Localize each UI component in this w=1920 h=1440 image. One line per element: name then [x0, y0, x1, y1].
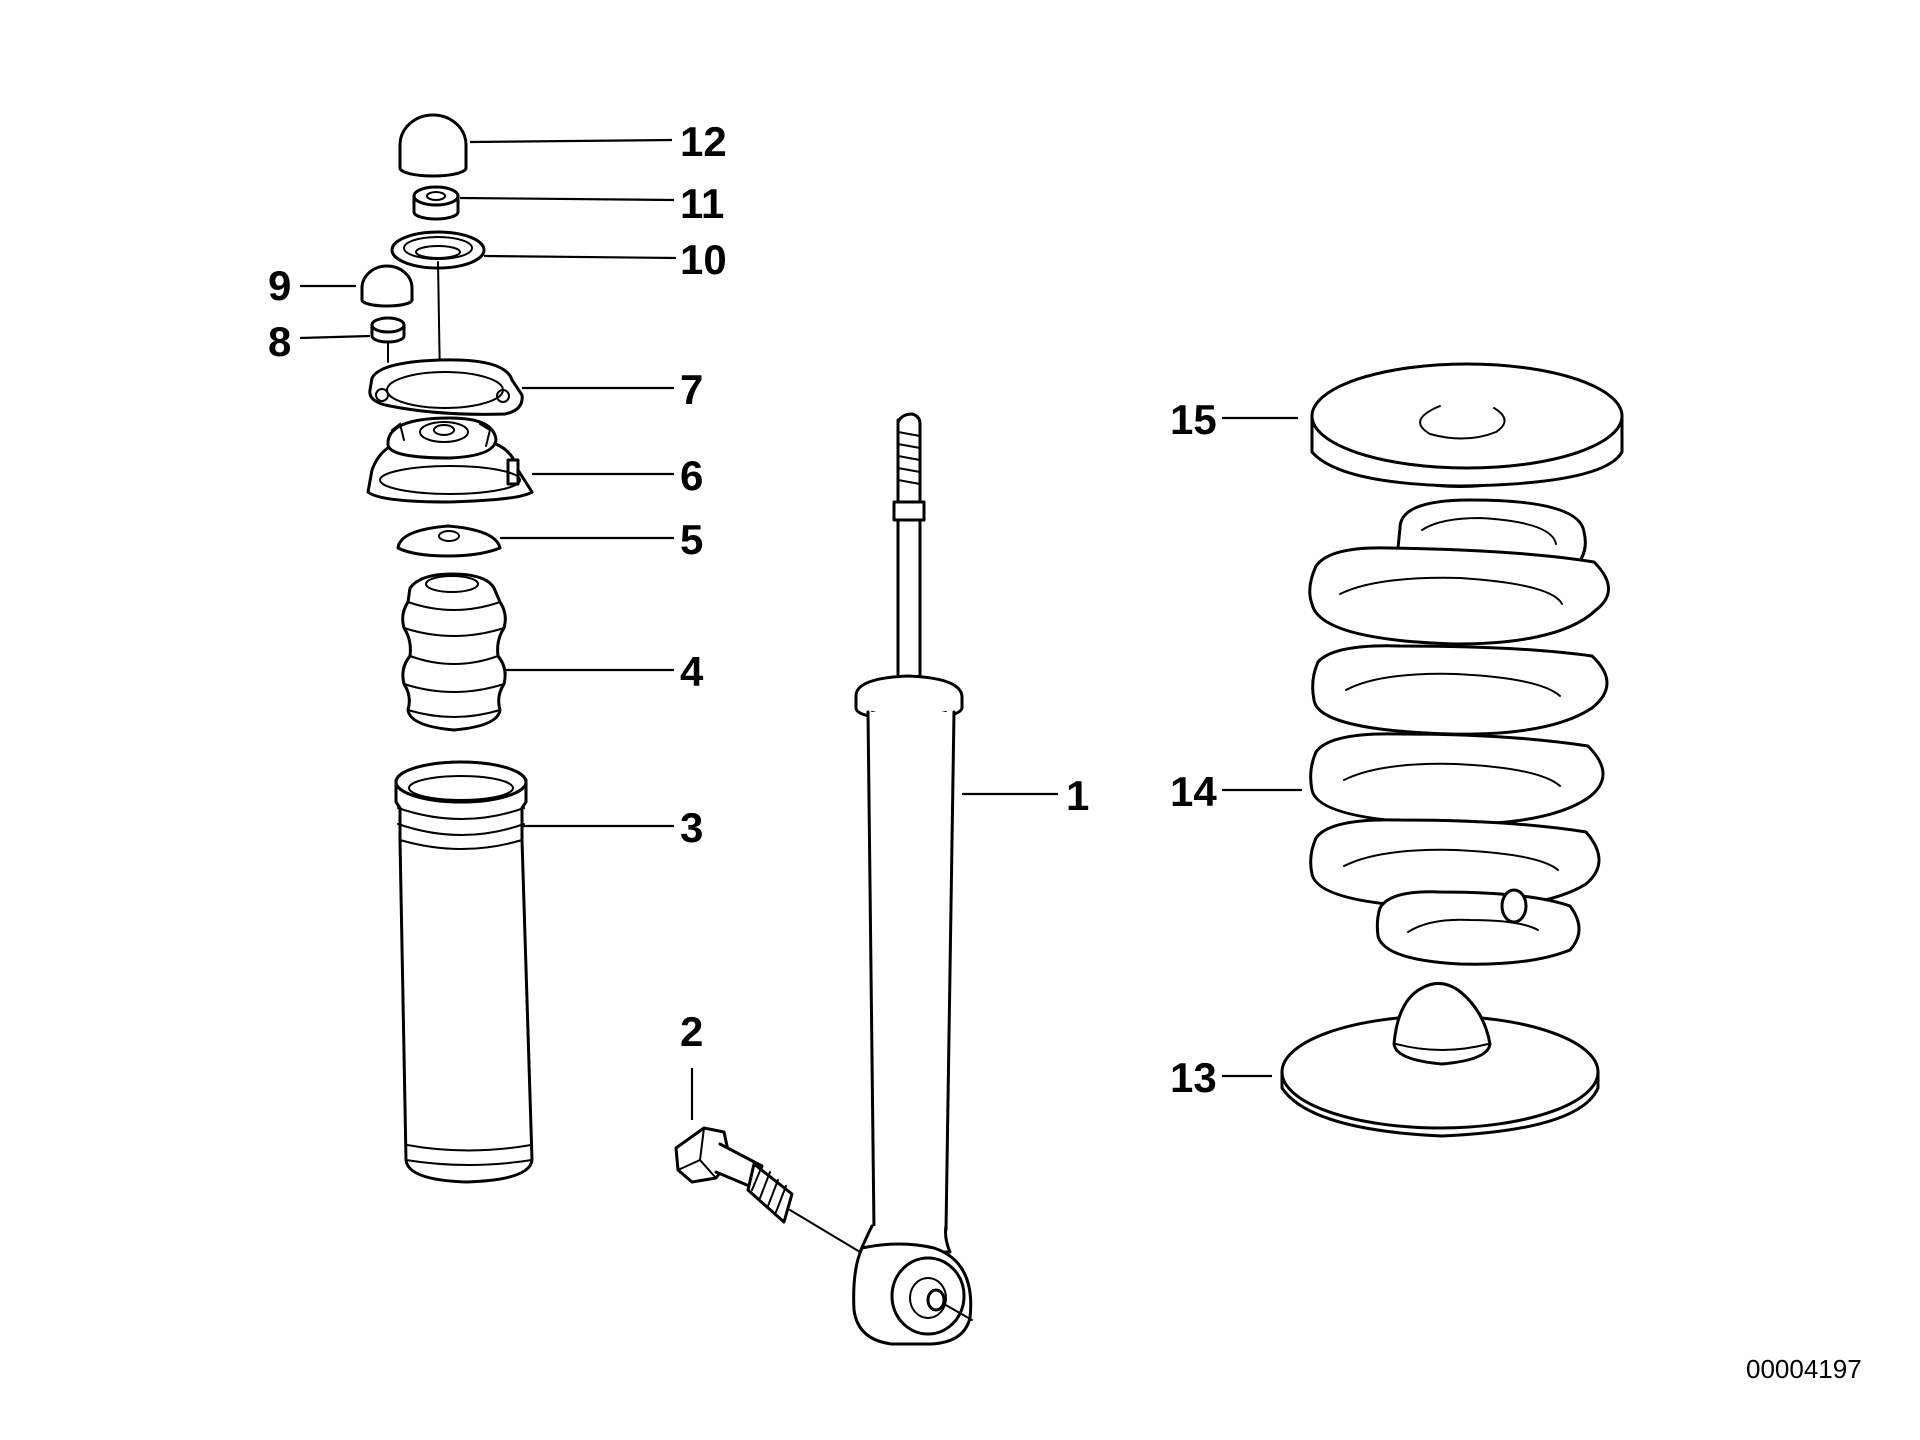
callout-3: 3	[680, 804, 703, 851]
callout-10: 10	[680, 236, 727, 283]
leader-11	[459, 196, 675, 202]
part-1-shock-absorber	[852, 412, 973, 1346]
callout-11: 11	[680, 180, 724, 227]
part-7-gasket	[368, 358, 524, 416]
callout-8: 8	[268, 318, 291, 365]
part-2-bolt	[674, 1126, 861, 1253]
part-12-cap	[398, 113, 468, 178]
part-13-lower-pad	[1280, 982, 1600, 1138]
part-5-cup	[396, 524, 502, 558]
leader-lines	[299, 138, 1302, 1120]
part-14-coil-spring	[1308, 498, 1610, 966]
diagram-code: 00004197	[1746, 1354, 1862, 1384]
callout-6: 6	[680, 452, 703, 499]
callout-2: 2	[680, 1008, 703, 1055]
part-6-strut-mount	[366, 416, 534, 504]
callout-13: 13	[1170, 1054, 1217, 1101]
callout-9: 9	[268, 262, 291, 309]
callout-15: 15	[1170, 396, 1217, 443]
callout-4: 4	[680, 648, 704, 695]
callout-14: 14	[1170, 768, 1217, 815]
part-9-cap	[360, 264, 414, 308]
part-8-nut	[370, 316, 406, 363]
leader-10	[483, 254, 677, 260]
callout-12: 12	[680, 118, 727, 165]
leader-8	[299, 334, 371, 340]
part-3-protective-tube	[394, 760, 534, 1184]
callout-7: 7	[680, 366, 703, 413]
part-4-bump-stop	[401, 572, 507, 732]
part-15-upper-pad	[1310, 362, 1624, 488]
part-11-nut	[412, 185, 460, 221]
callout-1: 1	[1066, 772, 1089, 819]
callout-5: 5	[680, 516, 703, 563]
leader-12	[469, 138, 673, 144]
part-10-washer	[390, 230, 486, 383]
